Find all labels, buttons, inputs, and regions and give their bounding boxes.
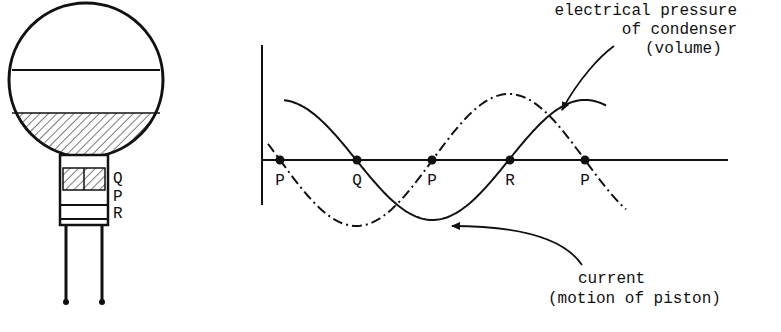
leader-line — [562, 46, 614, 110]
sediment — [0, 113, 170, 158]
position-mark — [60, 204, 108, 206]
axis-dot — [581, 156, 590, 165]
globe — [9, 3, 163, 157]
y-axis — [261, 45, 263, 205]
position-letter: Q — [113, 170, 123, 189]
axis-dot — [353, 156, 362, 165]
axis-dot — [506, 156, 515, 165]
position-letter: R — [113, 205, 123, 224]
x-axis — [262, 159, 728, 161]
axis-label: R — [505, 172, 515, 191]
liquid-level — [12, 69, 160, 71]
axis-label: Q — [352, 172, 362, 191]
cylinder — [60, 155, 108, 225]
tube-end — [99, 299, 105, 305]
piston-divider — [83, 168, 85, 190]
axis-label: P — [275, 172, 285, 191]
curve-caption: electrical pressure of condenser — [545, 2, 737, 40]
tube — [65, 225, 68, 300]
curve-caption: current — [578, 270, 645, 289]
leader-line — [452, 226, 582, 265]
axis-label: P — [427, 172, 437, 191]
axis-dot — [428, 156, 437, 165]
position-mark — [60, 218, 108, 220]
tube-end — [63, 299, 69, 305]
current-curve — [284, 100, 606, 220]
tube — [101, 225, 104, 300]
curve-caption: (volume) — [645, 40, 722, 59]
pressure-curve — [268, 94, 626, 226]
piston — [63, 168, 105, 190]
curve-caption: (motion of piston) — [548, 290, 721, 309]
axis-dot — [276, 156, 285, 165]
axis-label: P — [580, 172, 590, 191]
position-letter: P — [113, 188, 123, 207]
sediment-edge — [12, 112, 160, 114]
